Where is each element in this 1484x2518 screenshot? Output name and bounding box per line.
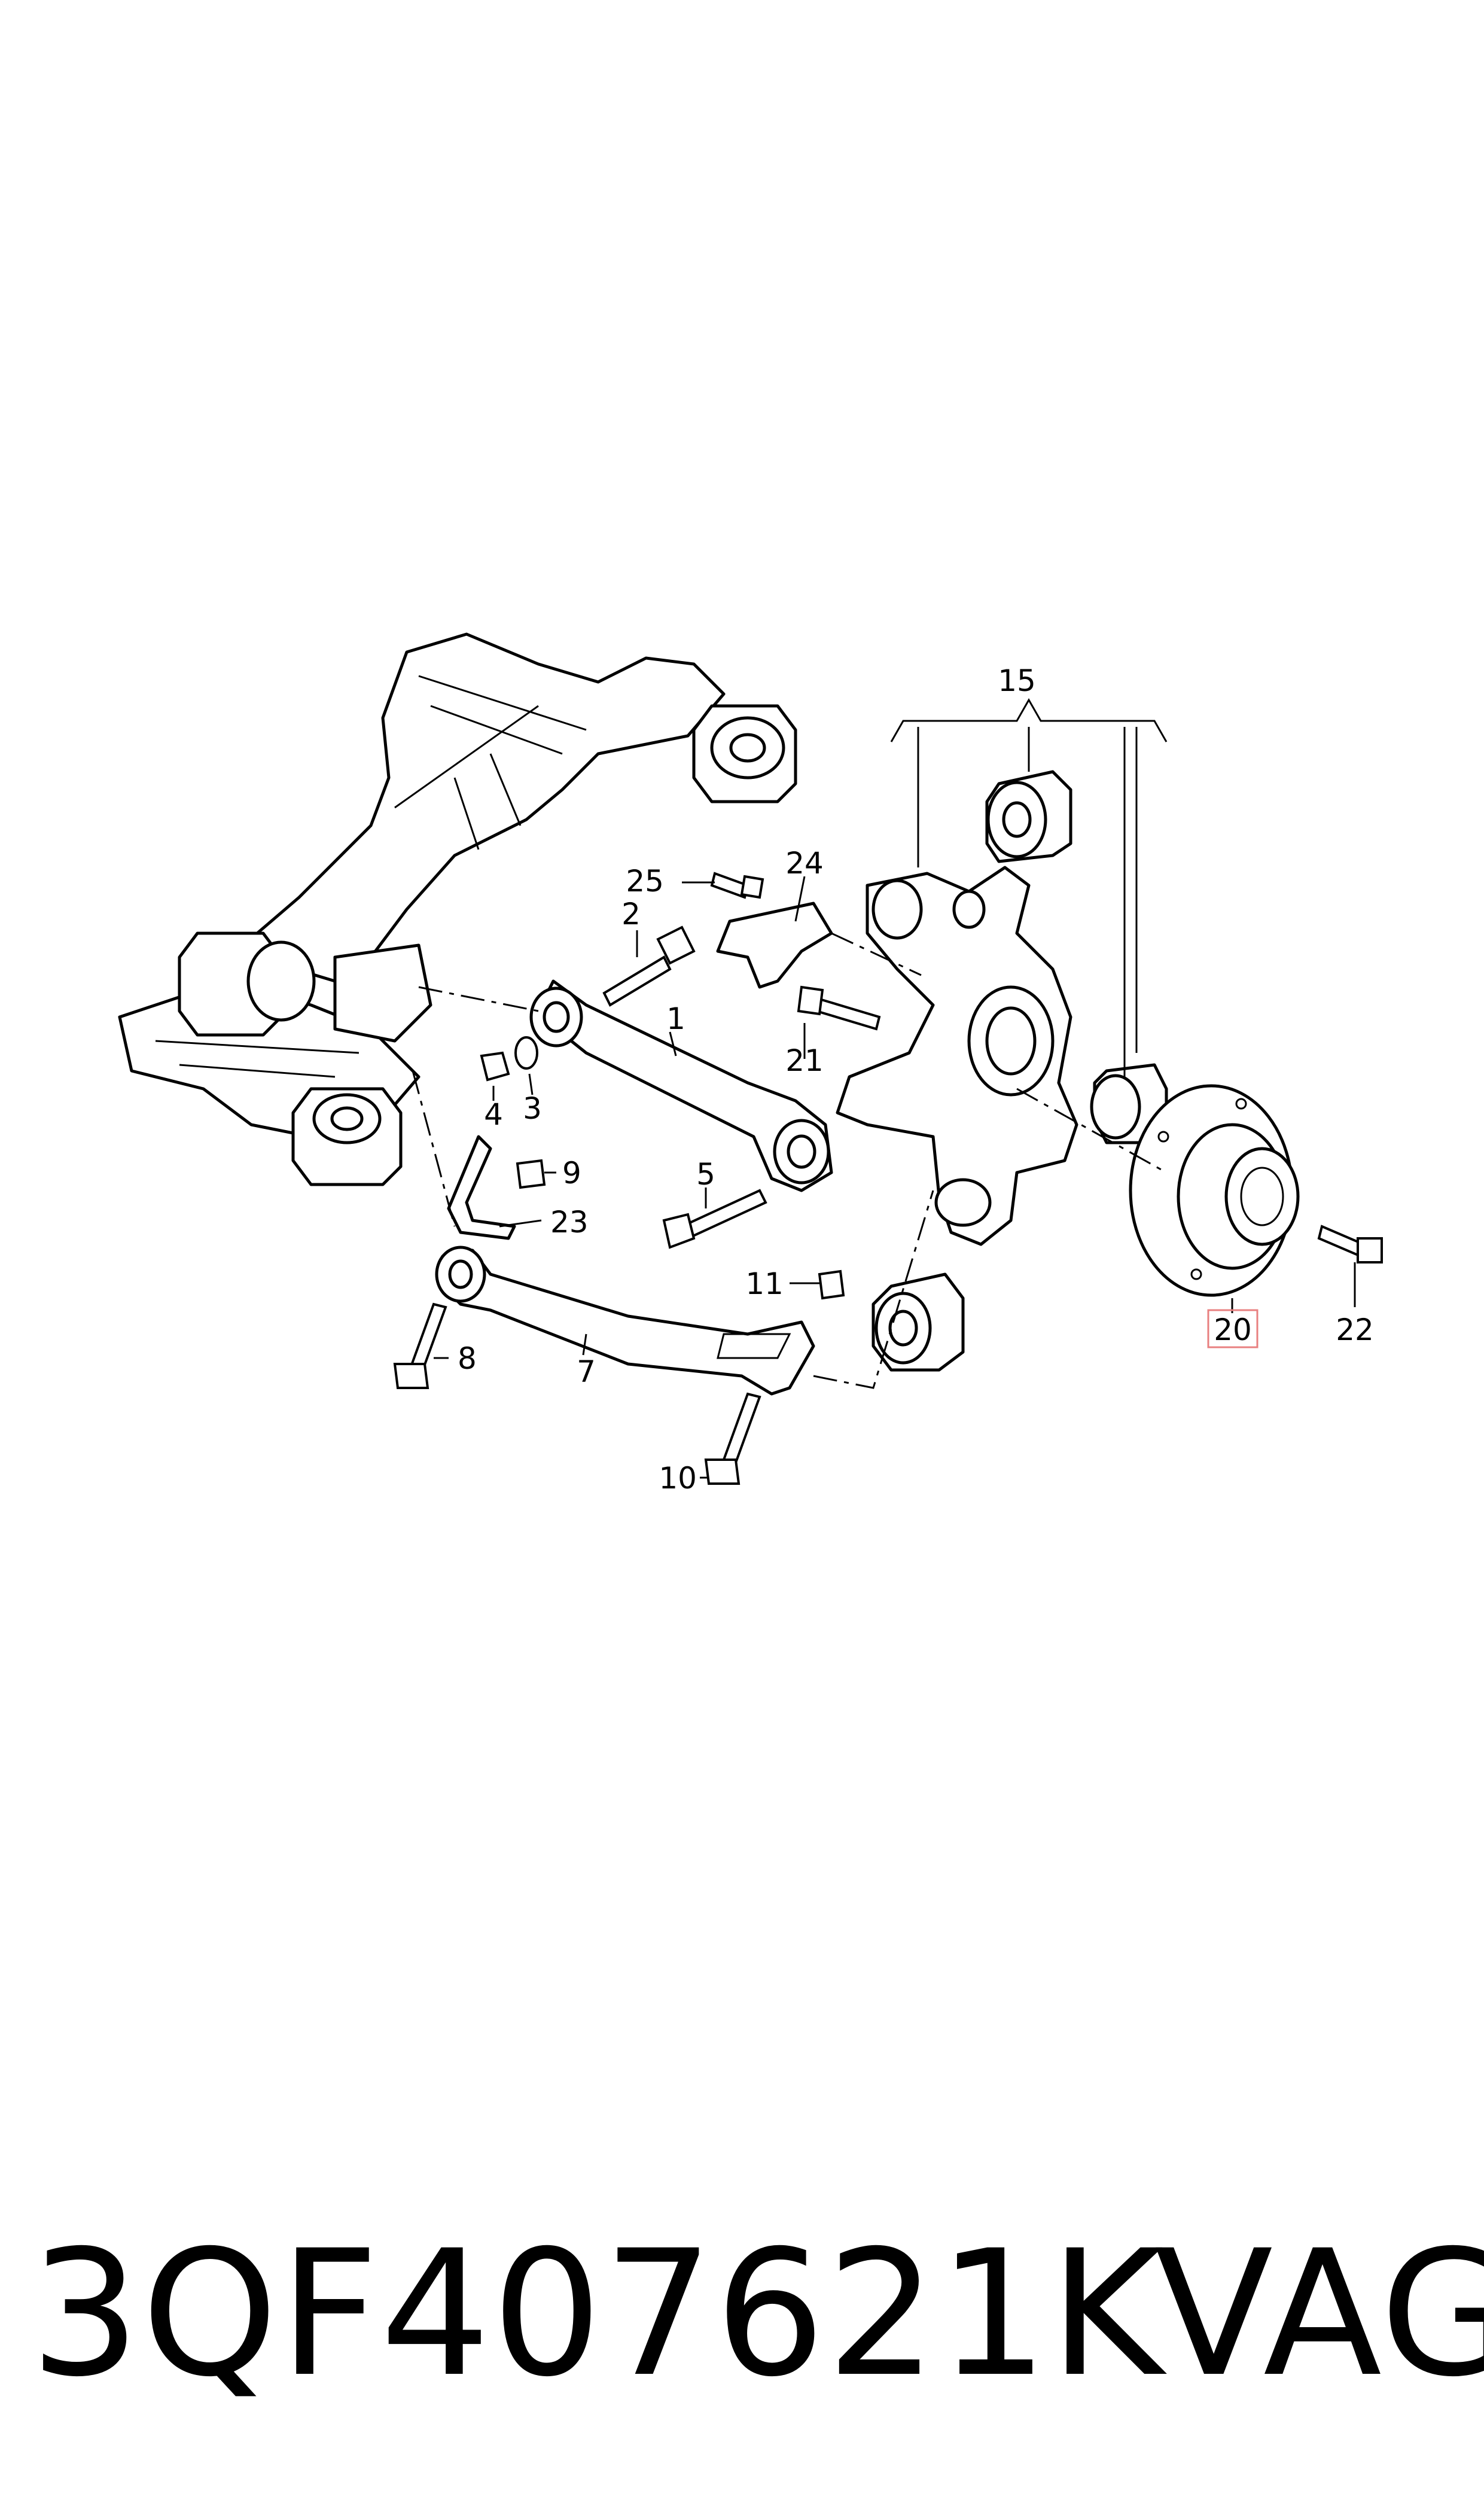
knuckle-bushing-low bbox=[871, 1272, 965, 1372]
bolt-5 bbox=[662, 1189, 767, 1249]
footer-caption: 3QF407621K VAG bbox=[30, 2213, 1484, 2429]
callout-22: 22 bbox=[1336, 1313, 1374, 1347]
subframe-bushing-rear bbox=[692, 704, 797, 803]
bolt-10 bbox=[704, 1392, 761, 1485]
callout-24: 24 bbox=[785, 846, 824, 881]
lower-control-arm bbox=[435, 1246, 815, 1396]
callout-1: 1 bbox=[666, 1001, 685, 1036]
bolt-22 bbox=[1317, 1225, 1383, 1263]
callout-25: 25 bbox=[626, 864, 664, 899]
bolt-8 bbox=[393, 1302, 447, 1389]
bolt-25 bbox=[710, 872, 764, 899]
callout-7: 7 bbox=[577, 1354, 596, 1389]
bracket-23 bbox=[447, 1135, 516, 1240]
group-bracket-15 bbox=[890, 698, 1168, 742]
bolt-21 bbox=[797, 985, 881, 1031]
subframe-bushing-left bbox=[178, 931, 316, 1037]
assembly-line-e bbox=[813, 1190, 934, 1389]
brand-name: VAG bbox=[1154, 2213, 1484, 2415]
callout-21: 21 bbox=[785, 1043, 824, 1078]
nut-4 bbox=[480, 1051, 510, 1082]
callout-10: 10 bbox=[659, 1461, 697, 1496]
callout-23: 23 bbox=[550, 1205, 589, 1240]
subframe-bushing-front bbox=[291, 1087, 403, 1186]
bracket-24 bbox=[716, 902, 833, 989]
rear-subframe bbox=[118, 632, 797, 1186]
callout-4: 4 bbox=[484, 1097, 503, 1132]
nut-11 bbox=[818, 1269, 845, 1300]
part-number: 3QF407621K bbox=[30, 2213, 1165, 2415]
wheel-knuckle bbox=[836, 866, 1078, 1246]
nut-9 bbox=[516, 1159, 546, 1189]
assembly-line-a bbox=[418, 986, 539, 1012]
assembly-line-c bbox=[831, 932, 922, 976]
washer-3 bbox=[514, 1036, 538, 1070]
callout-5: 5 bbox=[696, 1157, 715, 1192]
upper-control-arm bbox=[529, 979, 833, 1192]
assembly-line-b bbox=[412, 1070, 456, 1227]
callout-20: 20 bbox=[1214, 1313, 1252, 1347]
wheel-hub-bearing bbox=[1129, 1084, 1300, 1297]
callout-8: 8 bbox=[458, 1341, 477, 1376]
callout-3: 3 bbox=[523, 1091, 542, 1126]
callout-2: 2 bbox=[621, 897, 641, 931]
callout-20-highlight bbox=[1207, 1309, 1258, 1348]
assembly-line-d bbox=[1016, 1088, 1167, 1174]
bolt-2 bbox=[602, 925, 696, 1007]
callout-15: 15 bbox=[998, 663, 1036, 698]
suspension-exploded-diagram: 15 24 25 2 1 21 3 4 5 9 23 11 8 7 10 20 … bbox=[118, 632, 1383, 1496]
callout-9: 9 bbox=[562, 1156, 581, 1191]
callout-11: 11 bbox=[745, 1266, 784, 1301]
knuckle-bushing-top bbox=[985, 770, 1072, 863]
